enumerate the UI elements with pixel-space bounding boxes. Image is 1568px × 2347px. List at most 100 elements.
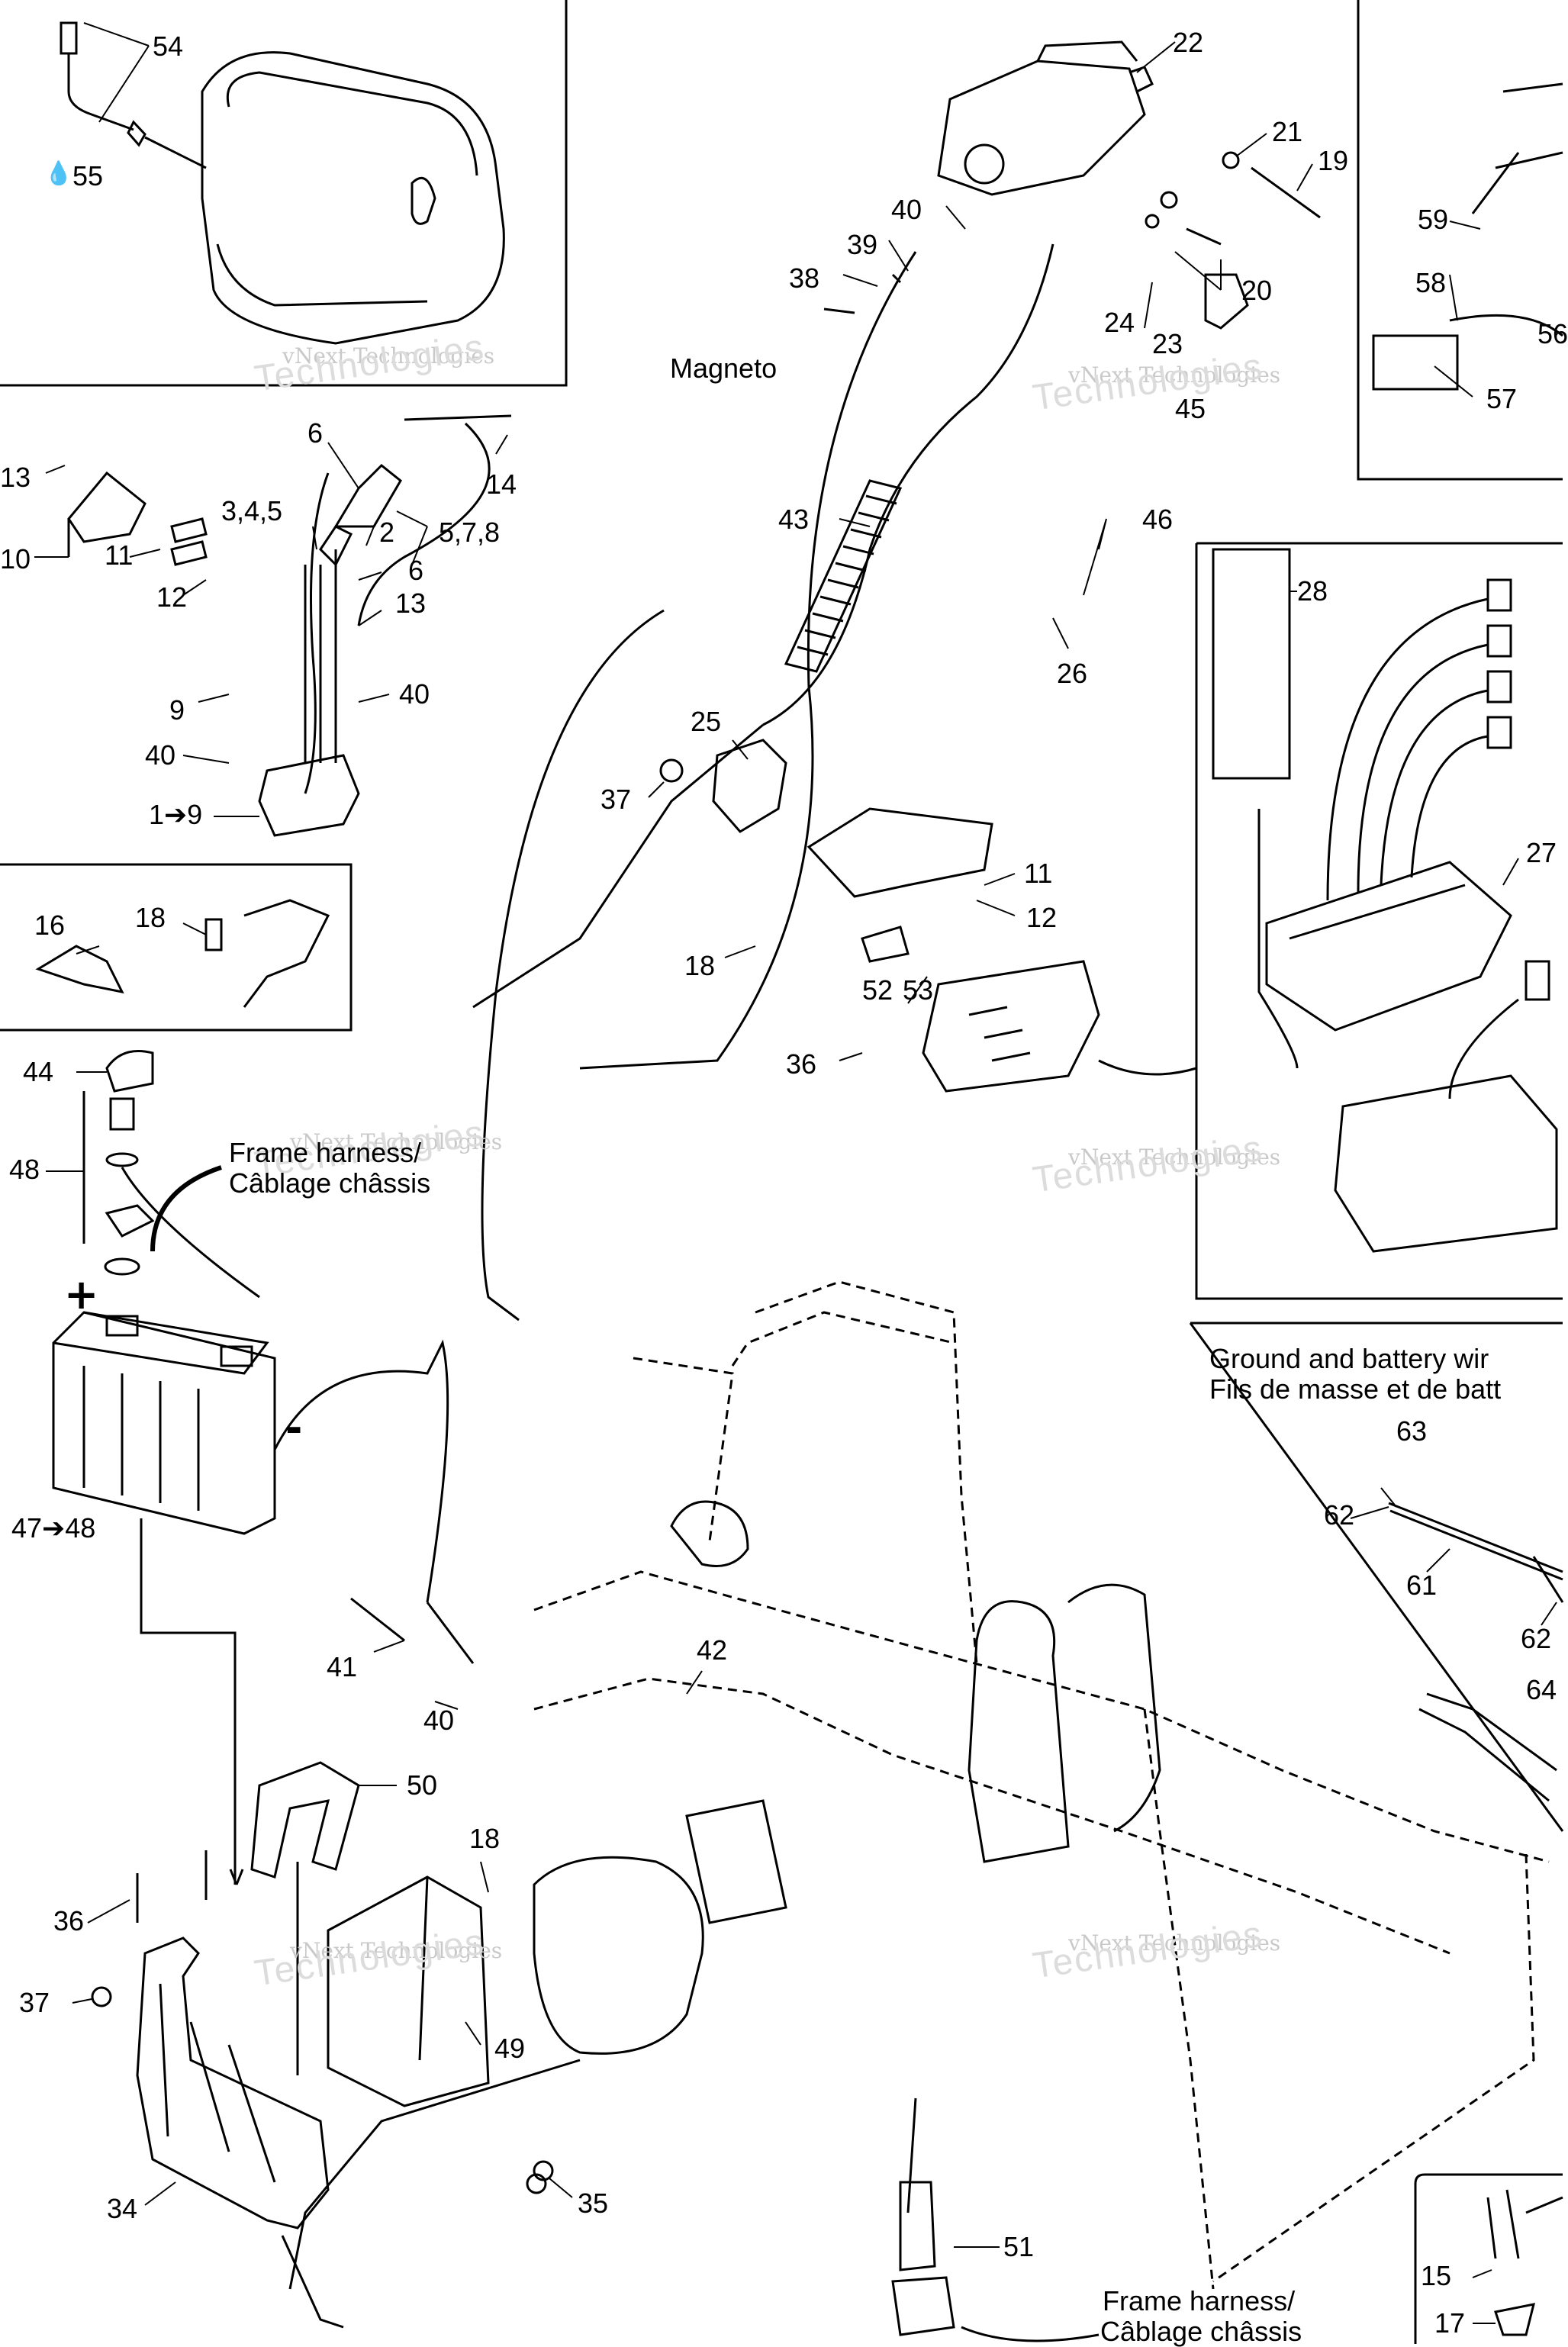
callout: 12: [1026, 902, 1058, 933]
callout: 24: [1104, 307, 1135, 338]
callout: 18: [135, 902, 166, 933]
clip-16: [35, 945, 124, 994]
callout: 56: [1537, 318, 1568, 349]
ecm-plate: [807, 807, 1100, 1093]
battery-strap-50: [250, 1761, 360, 1879]
callout: 13: [0, 462, 31, 493]
chassis-solid: [533, 1500, 1161, 2055]
callout: 55: [72, 160, 104, 192]
callout: 48: [9, 1154, 40, 1185]
callout: 37: [19, 1987, 50, 2018]
tie-wrap-15: [1486, 2189, 1563, 2259]
callout: 5,7,8: [439, 517, 501, 548]
top-right-inset-frame: [1357, 0, 1563, 481]
fuse-box-inset-frame: [1195, 542, 1563, 1300]
callout: 64: [1526, 1674, 1557, 1705]
fuel-tank: [201, 51, 505, 345]
switch-connector: [1372, 82, 1563, 391]
callout: 2: [379, 517, 395, 548]
leader-lines: [34, 22, 1557, 2324]
callout: 16: [34, 910, 66, 941]
starter-motor: [937, 40, 1154, 196]
wires: [121, 243, 1054, 2290]
callout: 52: [862, 974, 893, 1006]
callout: 44: [23, 1056, 54, 1087]
callout: 57: [1486, 383, 1518, 414]
callout: 26: [1057, 658, 1088, 689]
starter-hardware: [823, 151, 1321, 330]
bolts: [91, 1597, 554, 2194]
ignition-module: [258, 463, 402, 837]
ground-cable-61: [1388, 1502, 1564, 1603]
callout: 21: [1272, 116, 1303, 147]
callout: 37: [600, 784, 632, 815]
callout: 51: [1003, 2231, 1035, 2262]
left-mid-inset-frame: [0, 863, 353, 1032]
callout: 6: [408, 555, 424, 586]
callout: 10: [0, 543, 31, 575]
callout: 11: [105, 539, 134, 571]
callout: 18: [469, 1823, 501, 1854]
callout: 62: [1521, 1623, 1552, 1654]
callout: 14: [486, 468, 517, 500]
harness-arrow-top: [150, 1165, 222, 1252]
callout: 42: [697, 1634, 728, 1666]
fuse-arrows: [1098, 597, 1519, 1099]
callout: 50: [407, 1769, 438, 1801]
callout: 11: [1024, 858, 1053, 889]
callout: 36: [786, 1048, 817, 1080]
coiled-cable: [784, 479, 903, 673]
callout: 19: [1318, 145, 1349, 176]
callout: 17: [1434, 2307, 1466, 2339]
chassis-frame: [533, 1280, 1550, 2290]
callout: 46: [1142, 504, 1174, 535]
frame-harness-label-bottom: Frame harness/: [1103, 2285, 1296, 2316]
callout: 47➔48: [11, 1512, 96, 1544]
callout: 40: [399, 678, 430, 710]
fuel-sensor: [60, 21, 207, 169]
callout: 40: [891, 194, 922, 225]
callout: 41: [327, 1651, 358, 1682]
callout: 28: [1297, 575, 1328, 607]
callout: 34: [107, 2193, 138, 2224]
callout: 45: [1175, 393, 1206, 424]
callout: 27: [1526, 837, 1557, 868]
callout: 53: [903, 974, 934, 1006]
callout: 40: [145, 739, 176, 771]
callout: 54: [153, 31, 184, 62]
callout: 36: [53, 1905, 85, 1937]
ground-wires-label: Ground and battery wir: [1209, 1343, 1489, 1374]
callout: 43: [778, 504, 810, 535]
ground-wires-label-fr: Fils de masse et de batt: [1209, 1373, 1502, 1405]
terminal-hardware-48: [82, 1050, 155, 1276]
callout: 13: [395, 588, 427, 619]
frame-harness-label-top: Frame harness/: [229, 1137, 422, 1168]
callout: 6: [307, 417, 324, 449]
negative-terminal-symbol: -: [285, 1404, 303, 1452]
frame-harness-label-bottom-fr: Câblage châssis: [1100, 2316, 1302, 2347]
sensor-51: [891, 2181, 955, 2336]
callout: 61: [1406, 1569, 1438, 1601]
callout: 22: [1173, 27, 1204, 58]
fluid-drop-icon: 💧: [44, 160, 73, 187]
callout: 59: [1418, 204, 1449, 235]
fuse-box: [1212, 548, 1558, 1253]
callout: 18: [684, 950, 716, 981]
ground-inset-frame: [1189, 1322, 1564, 1832]
battery: [52, 1311, 276, 1535]
callout: 38: [789, 262, 820, 294]
callout: 40: [423, 1705, 455, 1736]
battery-tray-34: [136, 1937, 344, 2329]
magneto-label: Magneto: [670, 353, 778, 384]
bracket-18: [204, 899, 330, 1008]
callout: 9: [169, 694, 185, 726]
push-rivet-17: [1494, 2303, 1536, 2336]
fuses: [1486, 578, 1550, 1001]
callout: 35: [578, 2188, 609, 2219]
battery-box-49: [327, 1875, 490, 2107]
harness-arrow-bottom: [961, 2326, 1100, 2342]
callout: 15: [1421, 2260, 1452, 2291]
directional-arrows: [140, 1518, 299, 2075]
callout: 63: [1396, 1415, 1428, 1447]
